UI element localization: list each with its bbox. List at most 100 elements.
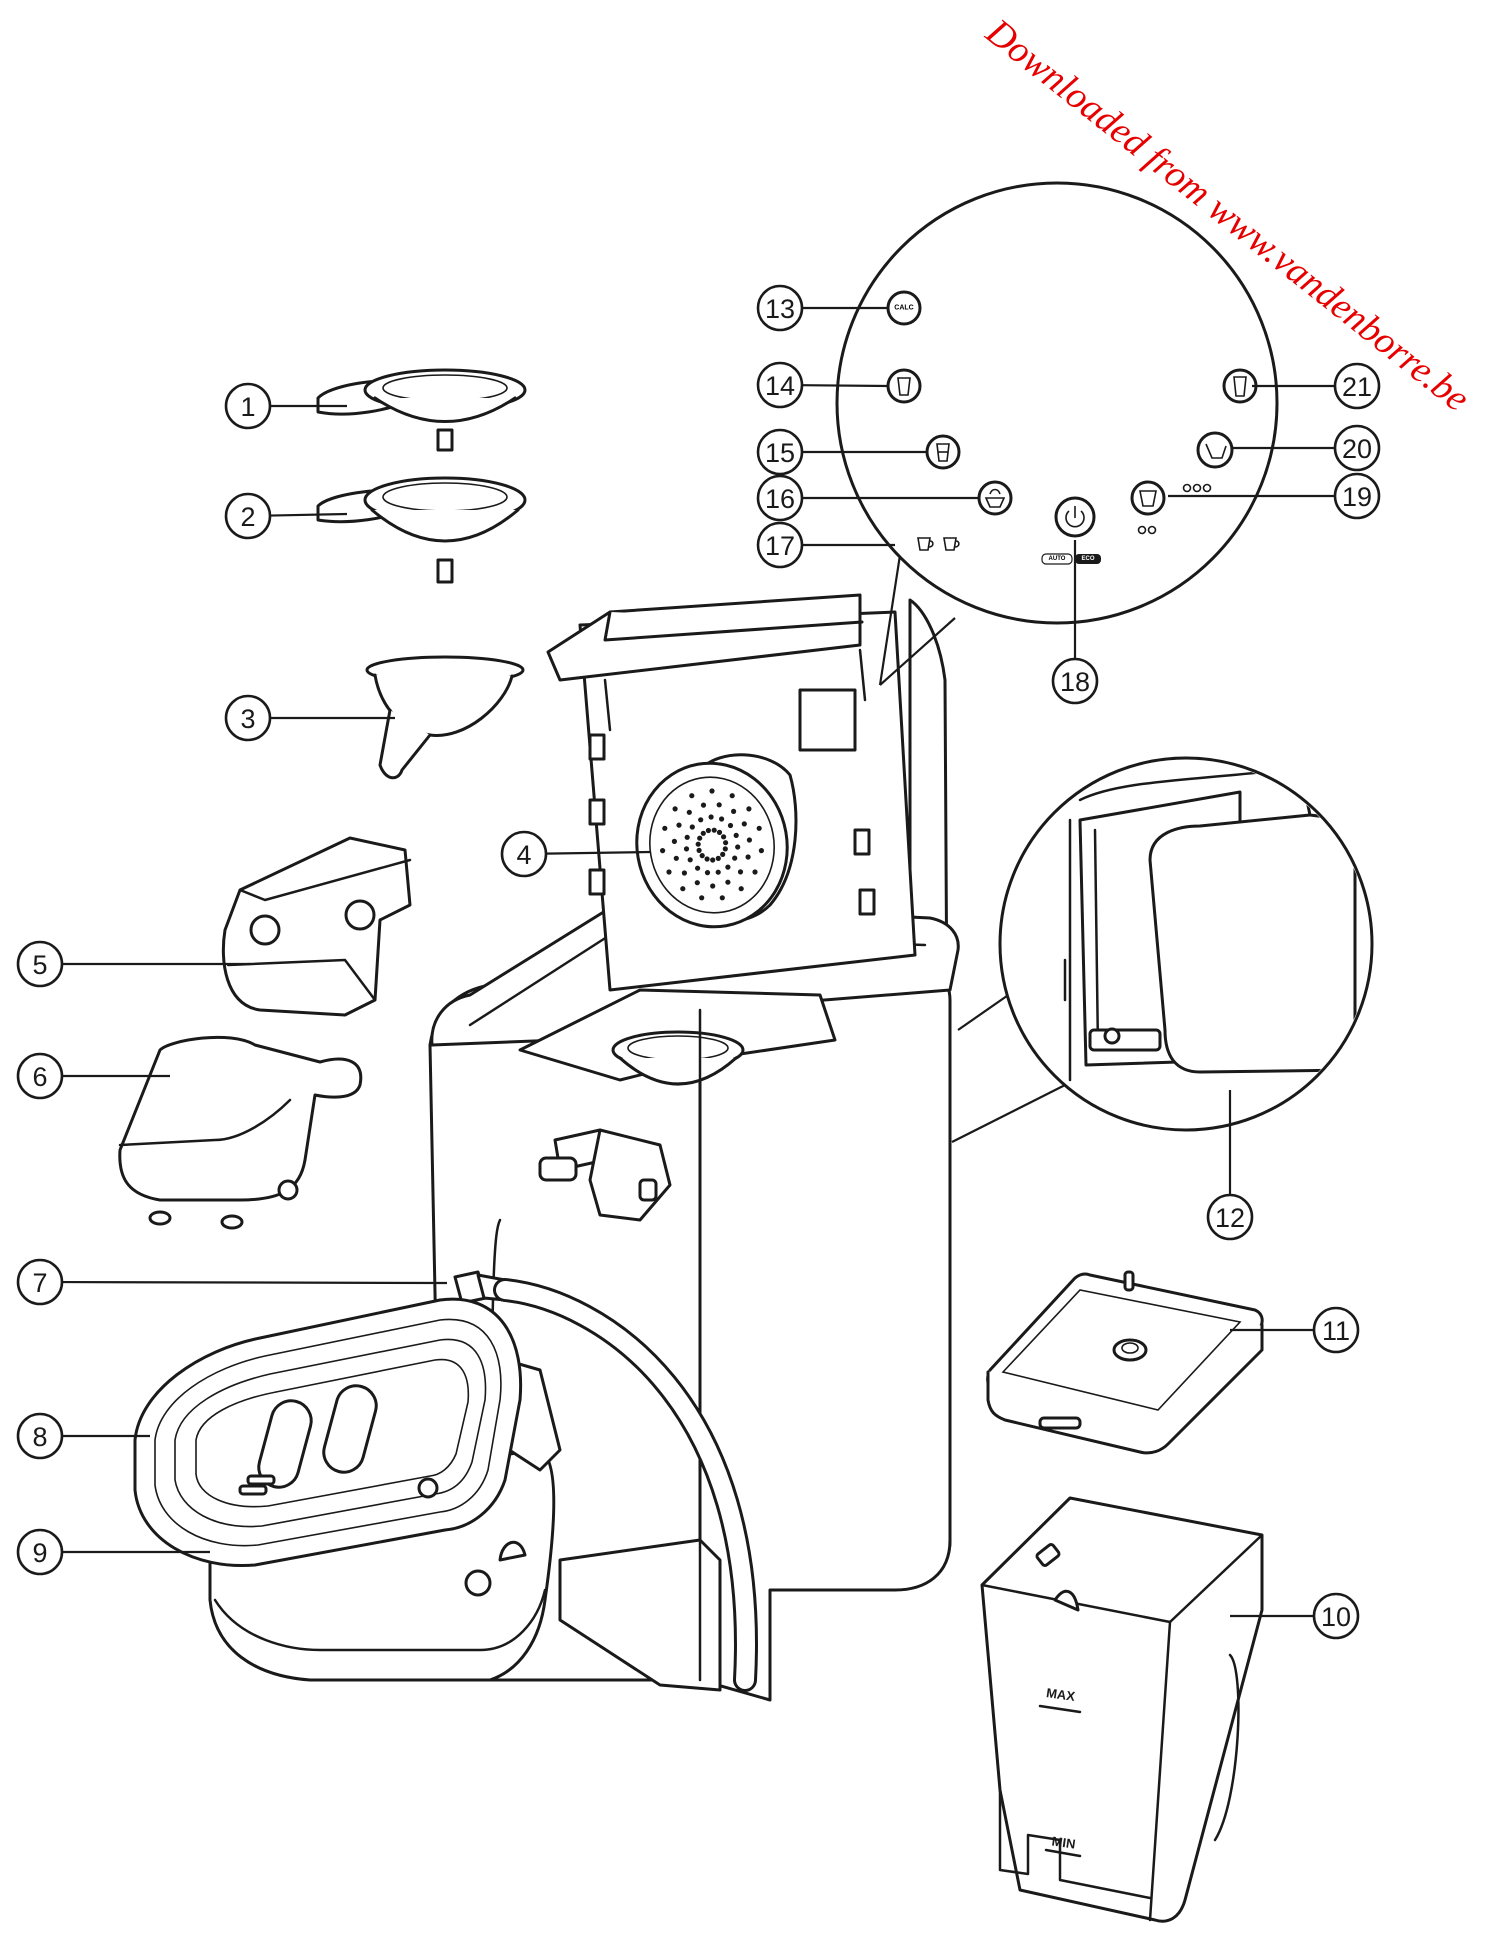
callout-number: 7: [32, 1268, 47, 1298]
shower-hole: [741, 821, 747, 827]
shower-hole: [689, 824, 695, 830]
power-button: AUTO ECO: [1041, 496, 1101, 565]
callout-5: 5: [16, 940, 250, 988]
callout-circle: [1312, 1306, 1360, 1354]
shower-hole: [705, 827, 712, 834]
callout-number: 2: [240, 502, 255, 532]
shower-hole: [715, 869, 721, 875]
shower-hole: [681, 870, 688, 876]
large-cup-button: [1222, 368, 1258, 404]
callout-16: 16: [756, 474, 978, 522]
callout-15: 15: [756, 428, 928, 476]
callout-circle: [224, 492, 272, 540]
callout-20: 20: [1232, 424, 1381, 472]
shower-hole: [697, 835, 703, 841]
callout-number: 11: [1322, 1316, 1350, 1346]
shower-hole: [719, 895, 725, 901]
callout-number: 8: [32, 1422, 47, 1452]
callout-leader: [801, 384, 889, 388]
shower-hole: [733, 832, 739, 839]
pod-holder-single: [316, 368, 527, 452]
shower-hole: [700, 802, 707, 808]
callout-number: 15: [765, 438, 795, 468]
shower-hole: [699, 853, 705, 859]
callout-leader: [545, 850, 651, 855]
shower-hole: [738, 886, 744, 892]
shower-hole: [698, 817, 704, 823]
callout-circle: [16, 1412, 64, 1460]
callout-10: 10: [1230, 1592, 1360, 1640]
callout-circle: [756, 474, 804, 522]
callout-number: 3: [240, 704, 255, 734]
callout-6: 6: [16, 1052, 170, 1100]
callout-1: 1: [224, 382, 347, 430]
callout-13: 13: [756, 284, 888, 332]
callout-number: 6: [32, 1062, 47, 1092]
hot-water-button: [1196, 431, 1234, 469]
callout-number: 10: [1321, 1602, 1351, 1632]
coffee-funnel: [365, 655, 525, 780]
callout-8: 8: [16, 1412, 150, 1460]
callout-circle: [756, 361, 804, 409]
shower-hole: [716, 802, 722, 808]
calc-button-label: CALC: [894, 305, 913, 312]
callout-number: 17: [765, 531, 795, 561]
shower-hole: [686, 809, 692, 815]
shower-hole: [660, 848, 666, 854]
callout-9: 9: [16, 1528, 210, 1576]
tank-min-mark: MIN: [1051, 1833, 1077, 1851]
shower-hole: [666, 869, 672, 875]
callout-4: 4: [500, 830, 651, 878]
callout-circle: [224, 694, 272, 742]
callout-7: 7: [16, 1258, 448, 1306]
pod-holder-double: [316, 476, 527, 584]
callout-circle: [1333, 424, 1381, 472]
shower-hole: [729, 793, 735, 799]
callout-circle: [1333, 362, 1381, 410]
drip-tray-assembly: [133, 1297, 562, 1682]
callout-11: 11: [1230, 1306, 1360, 1354]
callout-leader: [61, 1280, 448, 1285]
shower-hole: [746, 837, 753, 843]
callout-circle: [1206, 1193, 1254, 1241]
callout-circle: [16, 1528, 64, 1576]
shower-hole: [721, 834, 727, 840]
shower-hole: [695, 865, 701, 871]
shower-hole: [709, 788, 715, 794]
callout-19: 19: [1168, 472, 1381, 520]
callout-number: 13: [765, 294, 795, 324]
shower-hole: [683, 846, 690, 852]
shower-hole: [737, 869, 744, 875]
shower-hole: [715, 855, 721, 862]
shower-hole: [662, 825, 668, 831]
shower-hole: [673, 855, 679, 861]
callout-number: 19: [1342, 482, 1372, 512]
tank-max-mark: MAX: [1045, 1685, 1076, 1704]
callout-circle: [500, 830, 548, 878]
aroma-strength-button: [1130, 480, 1212, 535]
milk-cup-button: [925, 434, 961, 470]
callout-circle: [1051, 657, 1099, 705]
callout-18: 18: [1051, 540, 1099, 705]
callout-leader: [269, 512, 348, 517]
shower-hole: [731, 808, 737, 815]
shower-hole: [680, 886, 686, 892]
shower-hole: [708, 814, 714, 820]
shower-hole: [716, 829, 723, 836]
control-panel-detail: CALC AUTO: [835, 181, 1279, 686]
shower-hole: [756, 825, 762, 831]
callout-number: 1: [240, 392, 255, 422]
auto-label: AUTO: [1049, 556, 1066, 562]
shower-hole: [671, 838, 678, 845]
shower-hole: [704, 870, 711, 876]
callout-circle: [756, 521, 804, 569]
machine-lid-open: [546, 593, 917, 992]
shower-hole: [694, 880, 700, 886]
callout-number: 18: [1060, 667, 1090, 697]
milk-frother-top: [221, 836, 412, 1017]
milk-tube: [453, 1270, 758, 1692]
callout-number: 4: [516, 840, 531, 870]
shower-hole: [725, 879, 731, 885]
